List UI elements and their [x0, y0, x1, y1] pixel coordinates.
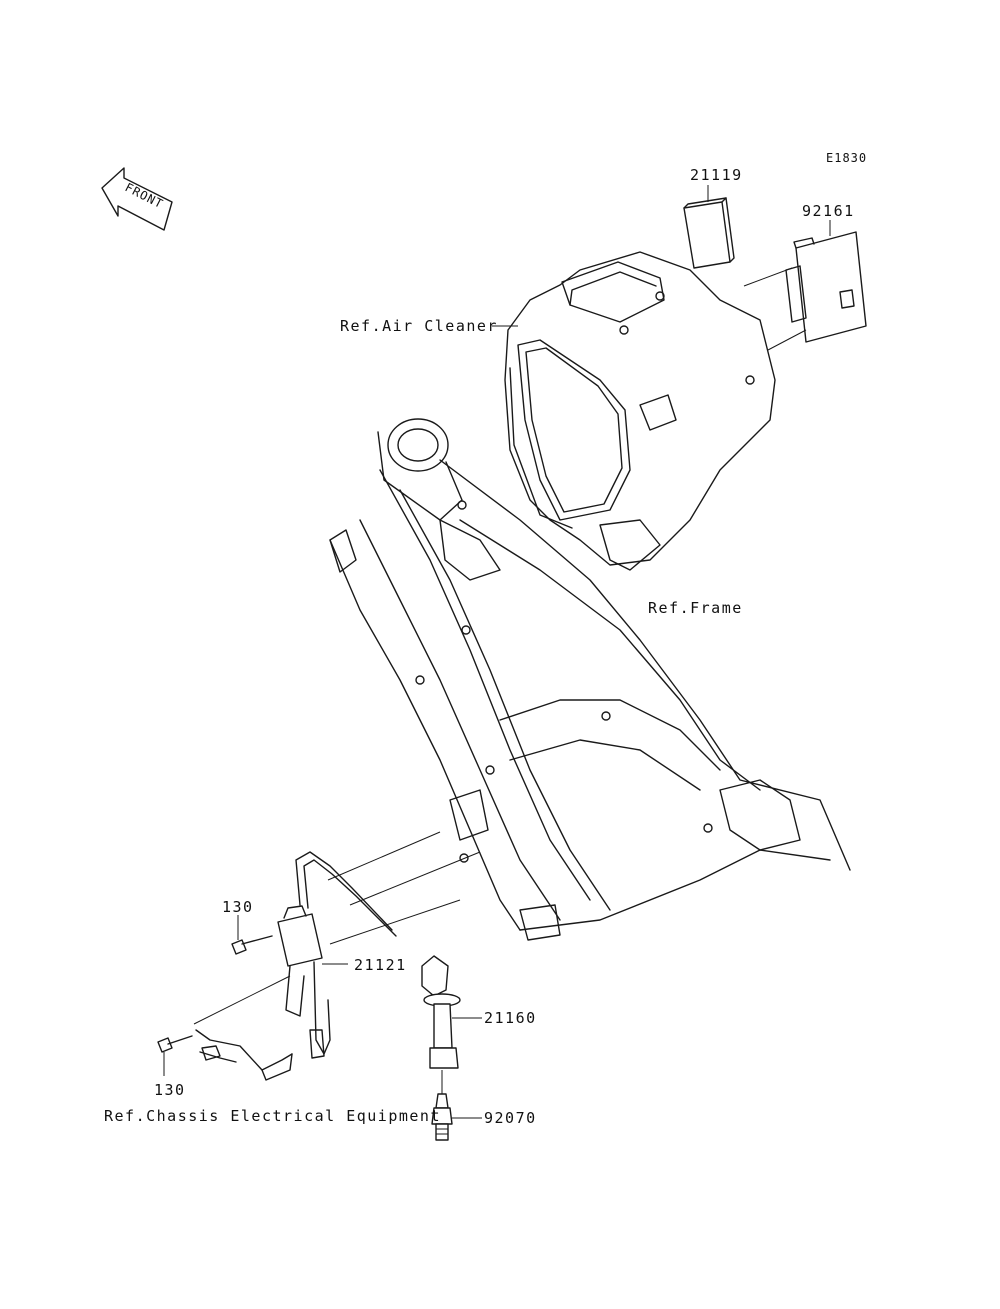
part-130-bolt-top: [231, 915, 273, 955]
motorcycle-frame: [329, 418, 851, 941]
ground-wire-harness: [195, 1029, 293, 1081]
label-92070: 92070: [484, 1109, 537, 1127]
label-ref-frame: Ref.Frame: [648, 599, 743, 617]
label-ref-air-cleaner: Ref.Air Cleaner: [340, 317, 498, 335]
label-130-bottom: 130: [154, 1081, 186, 1099]
part-92161-damper: [743, 220, 867, 351]
label-21160: 21160: [484, 1009, 537, 1027]
part-21119-ignitor: [683, 185, 735, 269]
air-cleaner-housing: [492, 251, 776, 571]
label-21121: 21121: [354, 956, 407, 974]
label-130-top: 130: [222, 898, 254, 916]
front-arrow-icon: FRONT: [101, 167, 173, 231]
part-130-bolt-bottom: [157, 1035, 193, 1076]
label-ref-chassis-electrical: Ref.Chassis Electrical Equipment: [104, 1107, 441, 1125]
part-92070-spark-plug: [431, 1070, 482, 1141]
label-92161: 92161: [802, 202, 855, 220]
part-21121-ignition-coil: [193, 831, 481, 1059]
part-21160-plug-cap: [421, 955, 482, 1069]
diagram-code: E1830: [826, 151, 867, 165]
label-21119: 21119: [690, 166, 743, 184]
